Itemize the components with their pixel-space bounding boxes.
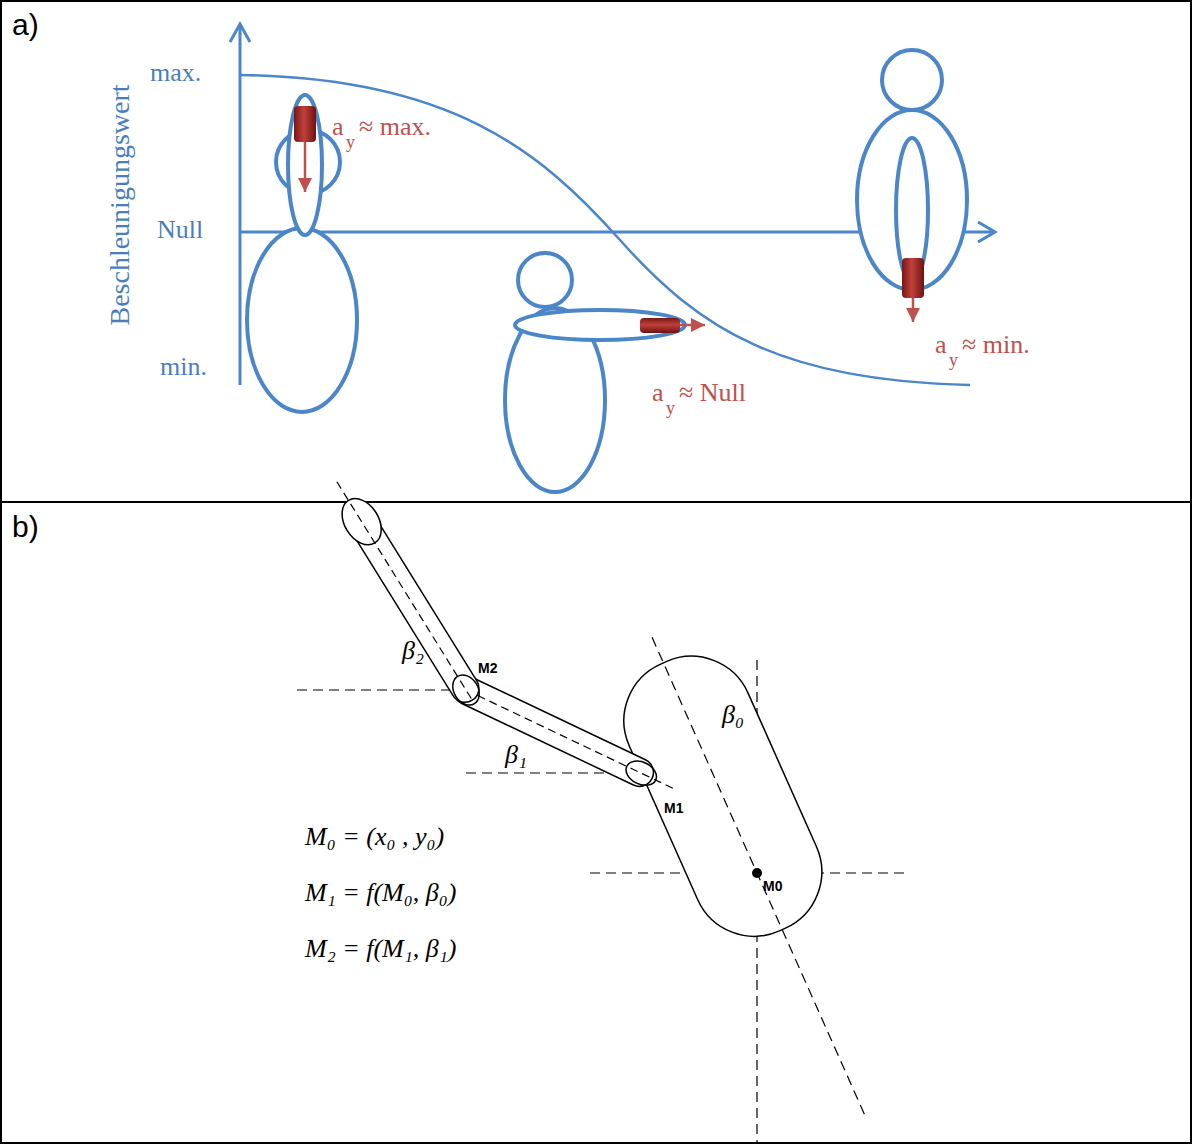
accel-value: ≈ min. [962,330,1030,360]
person-arm-horizontal [505,253,685,492]
pivot-dot [752,868,762,878]
joint-label: M0 [763,878,782,894]
forearm [322,473,488,713]
sensor [902,258,924,298]
accel-symbol: a [332,112,344,142]
sensor [294,106,316,142]
accel-arrow [304,142,307,192]
panel-letter: a) [12,8,39,43]
axis-tick-label: Null [157,215,203,245]
angle-label: β₀ [722,700,744,730]
angle-label: β₂ [402,636,424,666]
subscript: y [666,398,675,419]
equation: M₀ = (x₀ , y₀) [305,822,444,852]
person-arm-up [247,95,357,412]
accel-symbol: a [935,330,947,360]
equation: M₁ = f(M₀, β₀) [305,878,456,908]
accel-value: ≈ max. [359,112,431,142]
angle-label: β₁ [505,740,527,770]
torso [593,611,927,1144]
axis-tick-label: min. [160,352,207,382]
reference-lines [297,660,910,1142]
accel-value: ≈ Null [679,378,746,408]
panel-letter: b) [12,510,39,545]
person-arm-down [857,50,967,290]
joint-label: M1 [664,800,683,816]
divider [0,501,1192,503]
joint-label: M2 [478,660,497,676]
accel-arrow [912,298,915,322]
sensor [640,318,680,333]
accel-symbol: a [652,378,664,408]
axis-tick-label: max. [150,58,201,88]
subscript: y [346,132,355,153]
subscript: y [949,350,958,371]
axis-title: Beschleunigungswert [104,84,136,325]
equation: M₂ = f(M₁, β₁) [305,934,456,964]
upper-arm [449,672,680,801]
accel-arrow [680,324,705,327]
